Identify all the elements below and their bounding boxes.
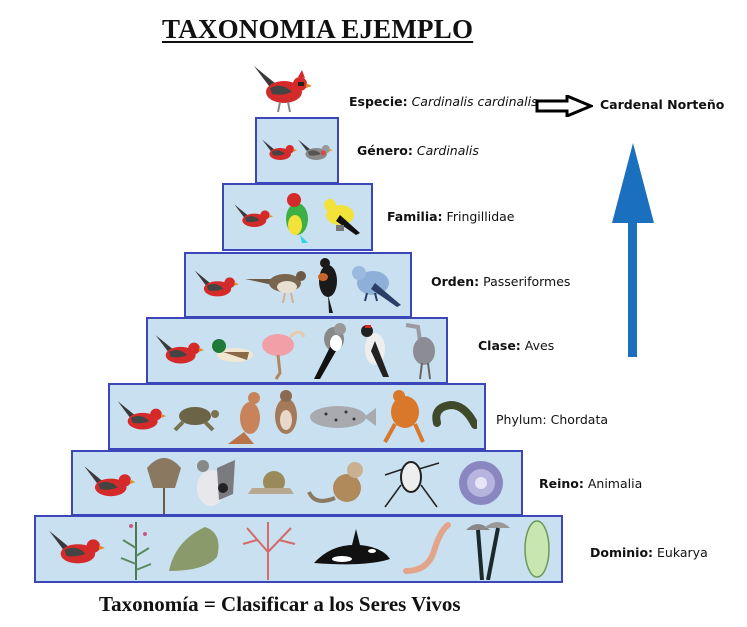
rank-genero: Género: [357,143,413,158]
level-label-orden: Orden: Passeriformes [431,274,570,289]
value-reino: Animalia [587,476,643,491]
value-dominio: Eukarya [657,545,708,560]
spoonbill-icon [261,330,306,380]
grouper-fish-icon [309,405,376,428]
cardinal-icon [234,204,273,227]
level-label-dominio: Dominio: Eukarya [590,545,708,560]
thrush-icon [245,271,306,304]
goldfinch-icon [324,199,361,235]
up-arrow-icon [610,143,656,359]
value-genero: Cardinalis [416,143,479,158]
salamander-icon [432,400,478,429]
level-box-dominio [34,515,563,583]
cardinal-icon [49,530,105,564]
cardinal-icon [118,400,167,429]
level-label-reino: Reino: Animalia [539,476,642,491]
level-label-especie: Especie: Cardinalis cardinalis [349,94,538,109]
blackbird-icon [318,258,337,313]
cardinal-icon [84,466,136,497]
orca-icon [313,529,390,565]
kangaroo-icon [228,391,261,444]
common-name: Cardenal Norteño [600,97,725,112]
rank-clase: Clase: [478,338,521,353]
value-phylum: Chordata [550,412,609,427]
diagram-title: TAXONOMIA EJEMPLO [162,14,474,44]
mallard-icon [211,338,253,362]
heron-icon [405,322,435,379]
snail-icon [247,471,294,494]
level-box-genero [255,117,339,184]
level-box-orden [184,252,412,318]
woodpecker-icon [360,324,389,377]
level-box-reino [71,450,523,516]
sea-turtle-icon [173,406,220,431]
rank-orden: Orden: [431,274,480,289]
rank-dominio: Dominio: [590,545,654,560]
horseshoe-crab-icon [147,458,182,514]
value-familia: Fringillidae [446,209,515,224]
value-especie: Cardinalis cardinalis [411,94,538,109]
plant-icon [120,522,152,580]
right-arrow-icon [535,95,593,117]
level-label-genero: Género: Cardinalis [357,143,479,158]
level-label-phylum: Phylum: Chordata [496,412,608,427]
rank-reino: Reino: [539,476,584,491]
cardinal-icon [262,139,297,160]
level-box-phylum [108,383,486,450]
earthworm-icon [402,522,451,574]
bracket-fungus-icon [169,527,219,571]
pyrrhuloxia-icon [298,139,333,160]
footer-caption: Taxonomía = Clasificar a los Seres Vivos [99,592,461,616]
rank-phylum: Phylum: [496,412,547,427]
mushrooms-icon [465,522,510,580]
level-label-familia: Familia: Fringillidae [387,209,514,224]
shrike-icon [314,322,347,379]
value-clase: Aves [524,338,555,353]
red-algae-icon [243,522,296,580]
squirrel-monkey-icon [307,462,364,503]
beetle-icon [384,461,440,508]
sage-grouse-icon [196,460,235,506]
level-label-clase: Clase: Aves [478,338,554,353]
rank-familia: Familia: [387,209,443,224]
rank-especie: Especie: [349,94,408,109]
level-box-familia [222,183,373,251]
species-cardinal-icon [252,60,312,118]
cardinal-icon [155,334,205,363]
paramecium-icon [524,520,550,578]
cardinal-icon [194,270,239,297]
green-finch-icon [286,193,309,243]
sea-anemone-icon [459,461,504,505]
level-box-clase [146,317,448,384]
value-orden: Passeriformes [483,274,571,289]
blue-warbler-icon [352,266,401,307]
frog-icon [382,389,425,443]
hawk-icon [274,389,297,434]
